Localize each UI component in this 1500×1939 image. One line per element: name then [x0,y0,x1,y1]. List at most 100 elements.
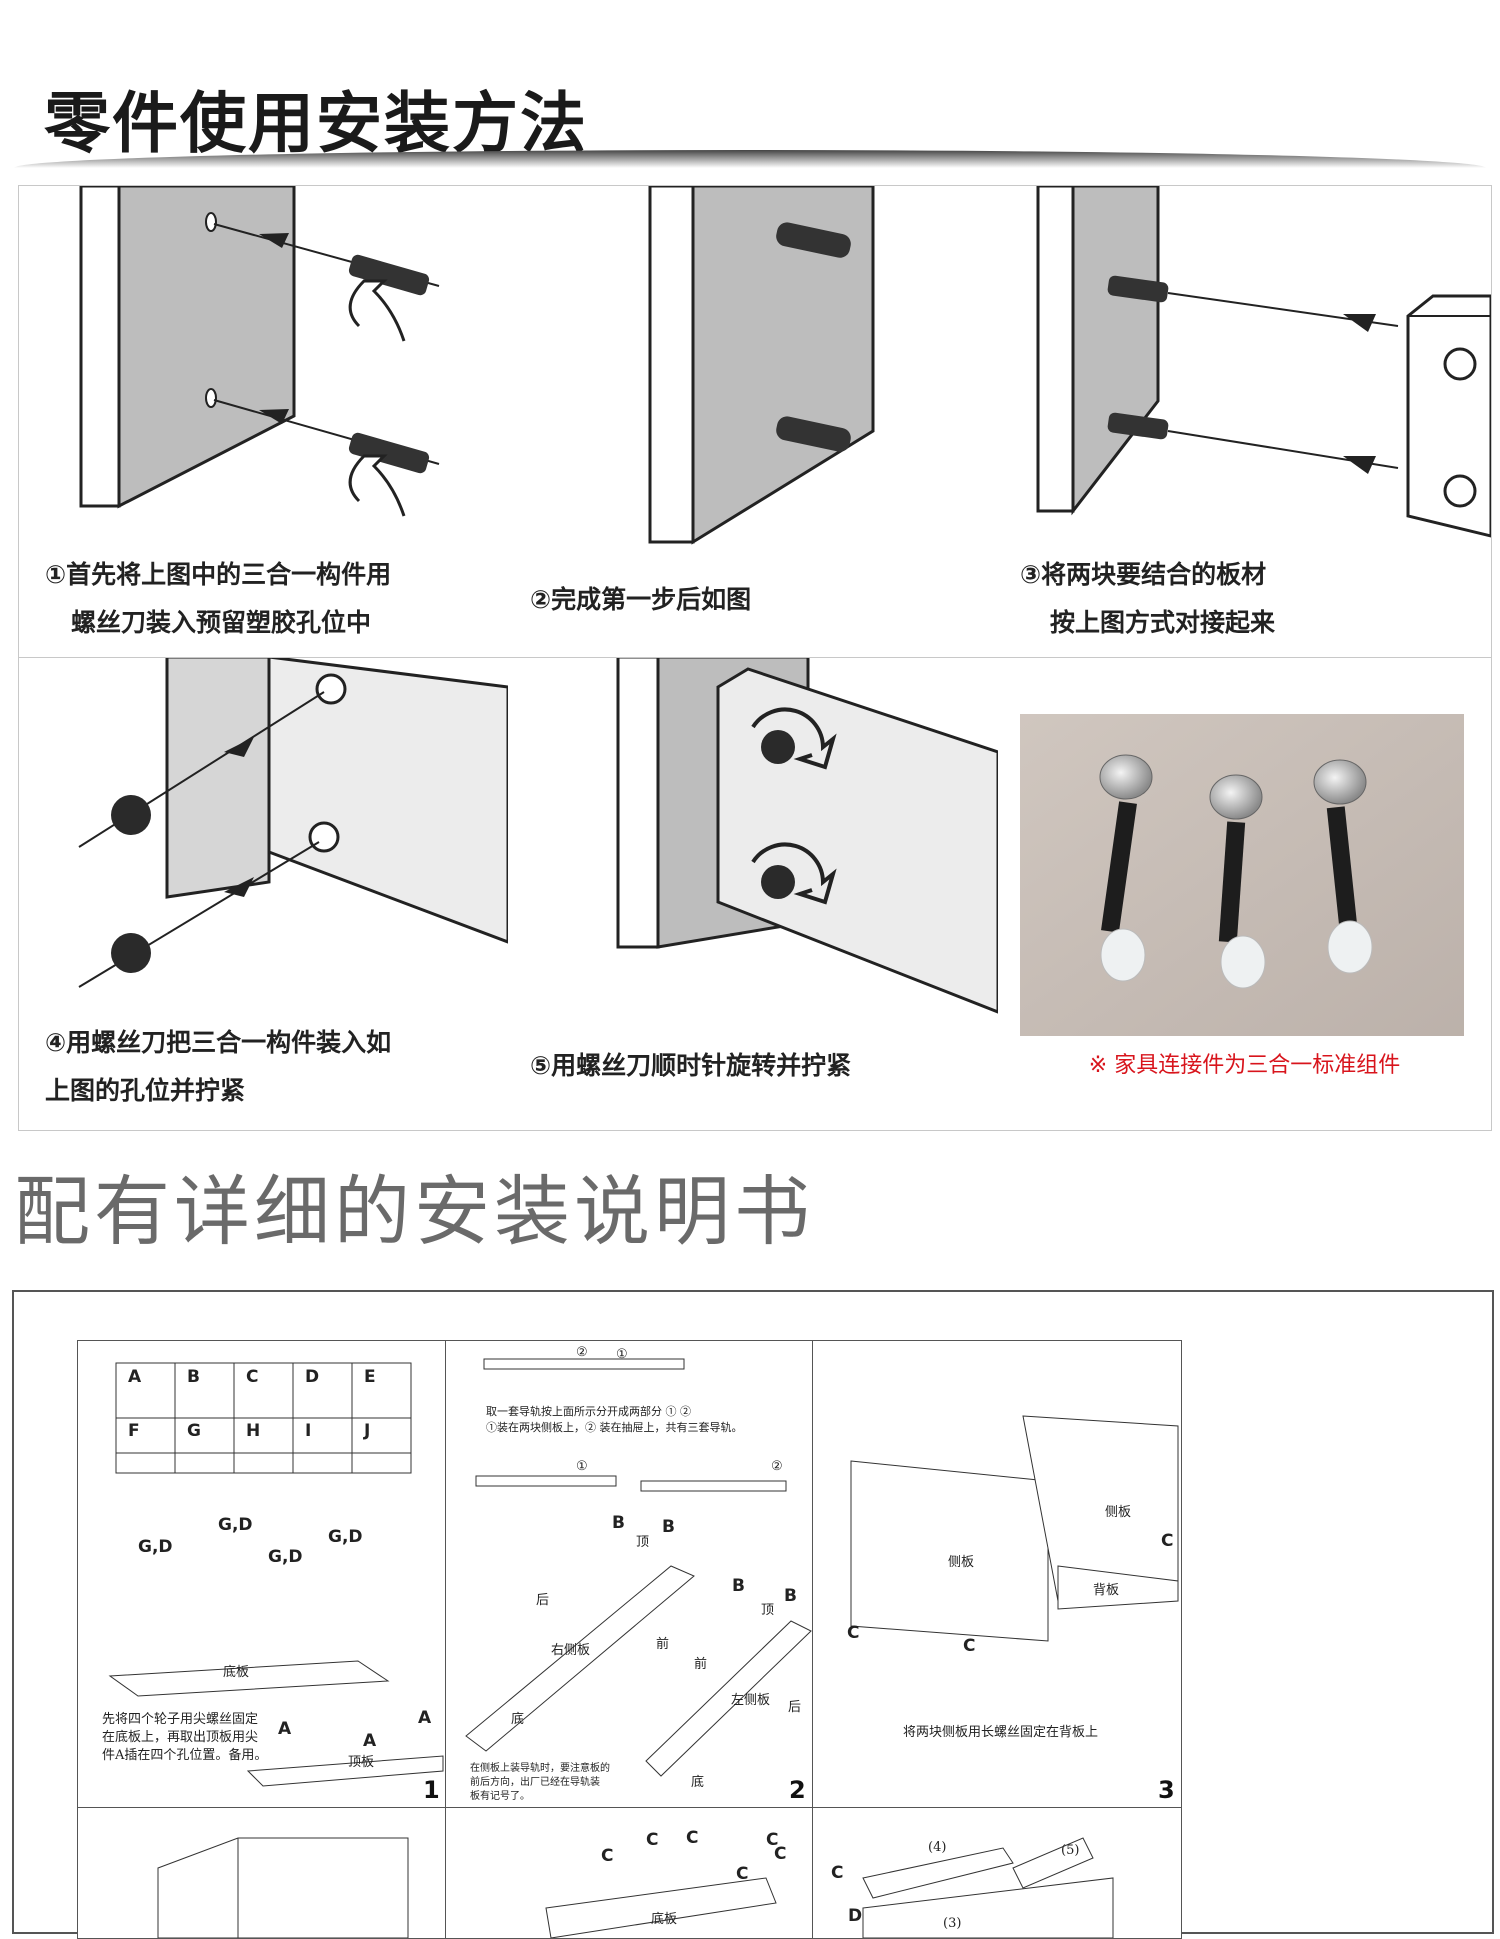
part-label-h: H [246,1421,261,1441]
grid-row-divider [19,657,1491,658]
step-4-caption-line-1: ④用螺丝刀把三合一构件装入如 [45,1028,392,1057]
step-5-illustration [616,657,998,1014]
rail-mark: ② [771,1459,783,1474]
side-board-label-2: 侧板 [1105,1505,1132,1520]
manual-step-number: 1 [423,1776,440,1804]
gd-label: G,D [218,1515,253,1535]
part-label-e: E [364,1367,376,1387]
part-number-label: (4) [928,1840,947,1855]
manual-panel-4-drawing [157,1837,409,1938]
part-label-b: B [187,1367,200,1387]
c-label: C [736,1864,749,1884]
left-side-board: 左侧板 [731,1693,771,1708]
manual-panel-1-drawing [108,1362,444,1787]
manual-step-number: 3 [1158,1776,1175,1804]
panel2-note-top: ①装在两块侧板上，② 装在抽屉上，共有三套导轨。 [486,1421,743,1434]
step-2-caption: ②完成第一步后如图 [530,585,752,614]
step-2-panel: ②完成第一步后如图 [508,186,999,658]
step-1-illustration [79,186,440,517]
panel2-note-top: 取一套导轨按上面所示分开成两部分 ① ② [486,1405,691,1418]
side-board-label: 侧板 [948,1555,975,1570]
manual-preview: A B C D E F G H I J G,D G,D G,D G,D 底板 A… [12,1290,1494,1939]
gd-label: G,D [138,1537,173,1557]
c-label: C [766,1830,779,1850]
right-side-front: 前 [656,1637,670,1652]
gd-label: G,D [268,1547,303,1567]
connector-3 [1313,759,1373,974]
connector-photo [1020,714,1464,1036]
gd-label: G,D [328,1527,363,1547]
connector-2 [1209,774,1266,989]
title-divider [14,150,1486,168]
c-label: C [686,1828,699,1848]
manual-panel-4 [77,1807,447,1939]
step-1-panel: ①首先将上图中的三合一构件用 螺丝刀装入预留塑胶孔位中 [19,186,509,658]
section-title: 配有详细的安装说明书 [14,1167,814,1256]
b-label: B [612,1513,625,1533]
part-number-label: (3) [943,1916,962,1931]
step-4-caption-line-2: 上图的孔位并拧紧 [45,1076,246,1105]
b-label: B [784,1586,797,1606]
c-label: C [963,1636,976,1656]
b-label: B [662,1517,675,1537]
c-label: C [646,1830,659,1850]
top-board-label: 顶板 [348,1755,375,1770]
part-label-g: G [187,1421,201,1441]
part-label-c: C [246,1367,259,1387]
step-3-caption-line-1: ③将两块要结合的板材 [1020,560,1267,589]
step-4-illustration [78,657,508,988]
manual-panel-3-drawing [850,1415,1179,1642]
left-side-bottom: 底 [691,1775,705,1790]
page-title: 零件使用安装方法 [44,85,588,162]
manual-panel-2: ② ① ① ② 取一套导轨按上面所示分开成两部分 ① ② ①装在两块侧板上，② … [445,1340,814,1809]
step-3-caption-line-2: 按上图方式对接起来 [1050,608,1276,637]
steps-grid: ①首先将上图中的三合一构件用 螺丝刀装入预留塑胶孔位中 ②完成第一步后如图 [18,185,1492,1131]
right-side-top: 顶 [636,1535,650,1550]
step-2-illustration [648,186,875,545]
part-label-j: J [364,1421,371,1441]
part-label-a: A [128,1367,142,1387]
manual-panel-2-drawing [465,1358,812,1777]
left-side-top: 顶 [761,1603,775,1618]
c-label: C [831,1863,844,1883]
right-side-bottom: 底 [511,1712,525,1727]
manual-panel-6: C D (4) (5) (3) [812,1807,1182,1939]
part-label-d: D [305,1367,320,1387]
manual-step-number: 2 [789,1776,806,1804]
panel3-note: 将两块侧板用长螺丝固定在背板上 [903,1725,1099,1740]
back-board-label: 背板 [1093,1583,1120,1598]
left-side-front: 前 [694,1657,708,1672]
panel2-note-bottom: 在侧板上装导轨时，要注意板的 [470,1763,610,1774]
bottom-board-label: 底板 [651,1912,678,1927]
manual-panel-3: 侧板 侧板 背板 C C C 将两块侧板用长螺丝固定在背板上 3 [812,1340,1182,1809]
panel1-note-line: 件A插在四个孔位置。备用。 [102,1748,268,1763]
step-1-caption-line-2: 螺丝刀装入预留塑胶孔位中 [71,608,372,637]
c-label: C [601,1846,614,1866]
part-label-i: I [305,1421,312,1441]
step-5-panel: ⑤用螺丝刀顺时针旋转并拧紧 [508,657,999,1130]
right-side-back: 后 [536,1593,550,1608]
manual-panel-1: A B C D E F G H I J G,D G,D G,D G,D 底板 A… [77,1340,447,1809]
a-label: A [363,1731,377,1751]
connector-1 [1099,754,1153,982]
step-4-panel: ④用螺丝刀把三合一构件装入如 上图的孔位并拧紧 [19,657,509,1130]
c-label: C [1161,1531,1174,1551]
c-label: C [774,1844,787,1864]
manual-panel-5: C C C C C C 底板 [445,1807,814,1939]
rail-mark: ① [616,1347,628,1362]
d-label: D [848,1906,863,1926]
step-1-caption-line-1: ①首先将上图中的三合一构件用 [45,560,392,589]
a-label: A [278,1719,292,1739]
a-label: A [418,1708,432,1728]
step-5-caption: ⑤用螺丝刀顺时针旋转并拧紧 [530,1051,852,1080]
panel2-note-bottom: 前后方向，出厂已经在导轨装 [470,1777,600,1788]
step-3-illustration [1036,186,1491,538]
b-label: B [732,1576,745,1596]
panel1-note-line: 先将四个轮子用尖螺丝固定 [102,1712,259,1727]
part-number-label: (5) [1061,1843,1080,1858]
part-label-f: F [128,1421,140,1441]
manual-panel-6-drawing [862,1837,1114,1938]
panel1-note-line: 在底板上，再取出顶板用尖 [102,1730,259,1745]
rail-mark: ① [576,1459,588,1474]
step-6-caption: ※ 家具连接件为三合一标准组件 [1088,1053,1401,1078]
